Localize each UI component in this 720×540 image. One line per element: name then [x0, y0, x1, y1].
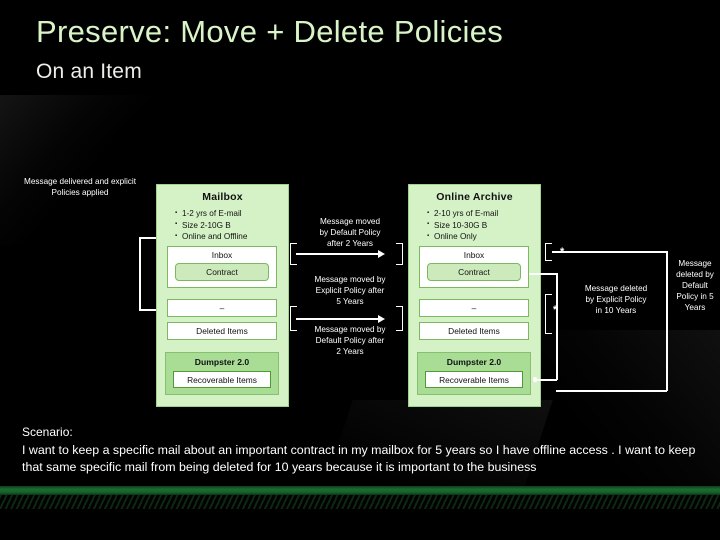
scenario-label: Scenario:	[22, 425, 73, 439]
mailbox-deleted-items-label: Deleted Items	[196, 326, 248, 336]
slide-title: Preserve: Move + Delete Policies	[36, 14, 504, 49]
transition-top-arrow-head	[378, 250, 385, 258]
delete-explicit-asterisk: *	[553, 305, 557, 316]
archive-bullet-2: Online Only	[427, 231, 540, 243]
footer-accent-band	[0, 486, 720, 495]
delete-default-note: Message deleted by Default Policy in 5 Y…	[676, 259, 714, 312]
transition-bottom-arrow-line	[296, 318, 380, 320]
mailbox-bullets: 1-2 yrs of E-mail Size 2-10G B Online an…	[157, 208, 288, 243]
archive-blank-folder[interactable]: –	[419, 299, 529, 317]
transition-top-arrow-line	[296, 253, 380, 255]
archive-bullets: 2-10 yrs of E-mail Size 10-30G B Online …	[409, 208, 540, 243]
mailbox-dumpster-title: Dumpster 2.0	[194, 357, 250, 367]
footer-hatch-band	[0, 495, 720, 509]
entry-line-bottom	[139, 309, 169, 311]
explicit-loop-bottom-line	[536, 379, 557, 381]
scenario-text: I want to keep a specific mail about an …	[22, 443, 696, 474]
transition-bottom-bracket-left	[290, 306, 297, 331]
mailbox-inbox-label: Inbox	[211, 250, 233, 260]
default-loop-top-line	[552, 251, 667, 253]
explicit-loop-endpoint-dot	[533, 377, 537, 381]
transition-top-bracket-left	[290, 243, 297, 265]
delete-explicit-note: Message deleted by Explicit Policy in 10…	[584, 284, 648, 315]
mailbox-blank-label: –	[219, 303, 225, 313]
mailbox-bullet-1: Size 2-10G B	[175, 219, 288, 232]
archive-deleted-items-label: Deleted Items	[448, 326, 500, 336]
archive-inbox-label: Inbox	[463, 250, 485, 260]
transition-move-default-bottom-note: Message moved by Default Policy after 2 …	[314, 325, 386, 356]
transition-bottom-arrow-head	[378, 315, 385, 323]
archive-blank-label: –	[471, 303, 477, 313]
delete-default-bracket	[545, 243, 552, 261]
explicit-loop-right-line	[556, 273, 558, 380]
mailbox-blank-folder[interactable]: –	[167, 299, 277, 317]
mailbox-contract-label: Contract	[206, 267, 238, 277]
mailbox-dumpster: Dumpster 2.0 Recoverable Items	[165, 352, 279, 395]
archive-bullet-1: Size 10-30G B	[427, 219, 540, 232]
archive-dumpster: Dumpster 2.0 Recoverable Items	[417, 352, 531, 395]
archive-deleted-items-folder[interactable]: Deleted Items	[419, 322, 529, 340]
archive-recoverable-items-label: Recoverable Items	[439, 374, 509, 385]
archive-contract-item[interactable]: Contract	[427, 263, 521, 281]
archive-dumpster-title: Dumpster 2.0	[446, 357, 502, 367]
default-loop-right-line	[666, 251, 668, 391]
mailbox-recoverable-items-label: Recoverable Items	[187, 374, 257, 385]
archive-recoverable-items[interactable]: Recoverable Items	[425, 371, 523, 388]
mailbox-recoverable-items[interactable]: Recoverable Items	[173, 371, 271, 388]
transition-bottom-bracket-right	[396, 306, 403, 331]
delete-explicit-bracket	[545, 294, 552, 334]
archive-title: Online Archive	[436, 191, 513, 203]
mailbox-title: Mailbox	[202, 191, 243, 203]
dumpster-asterisk: *	[533, 377, 538, 389]
archive-bullet-0: 2-10 yrs of E-mail	[427, 208, 540, 220]
slide-subtitle: On an Item	[36, 60, 142, 83]
entry-line-vertical-outer	[139, 237, 141, 310]
transition-move-explicit-note: Message moved by Explicit Policy after 5…	[314, 275, 386, 306]
transition-top-bracket-right	[396, 243, 403, 265]
default-loop-bottom-line	[556, 390, 667, 392]
mailbox-contract-item[interactable]: Contract	[175, 263, 269, 281]
mailbox-bullet-2: Online and Offline	[175, 231, 288, 243]
footer-fill	[0, 509, 720, 540]
transition-move-default-top-note: Message moved by Default Policy after 2 …	[319, 217, 381, 248]
entry-note: Message delivered and explicit Policies …	[24, 177, 136, 197]
archive-contract-label: Contract	[458, 267, 490, 277]
mailbox-bullet-0: 1-2 yrs of E-mail	[175, 208, 288, 220]
entry-line-top	[139, 237, 164, 239]
explicit-loop-top-line	[529, 273, 557, 275]
mailbox-deleted-items-folder[interactable]: Deleted Items	[167, 322, 277, 340]
